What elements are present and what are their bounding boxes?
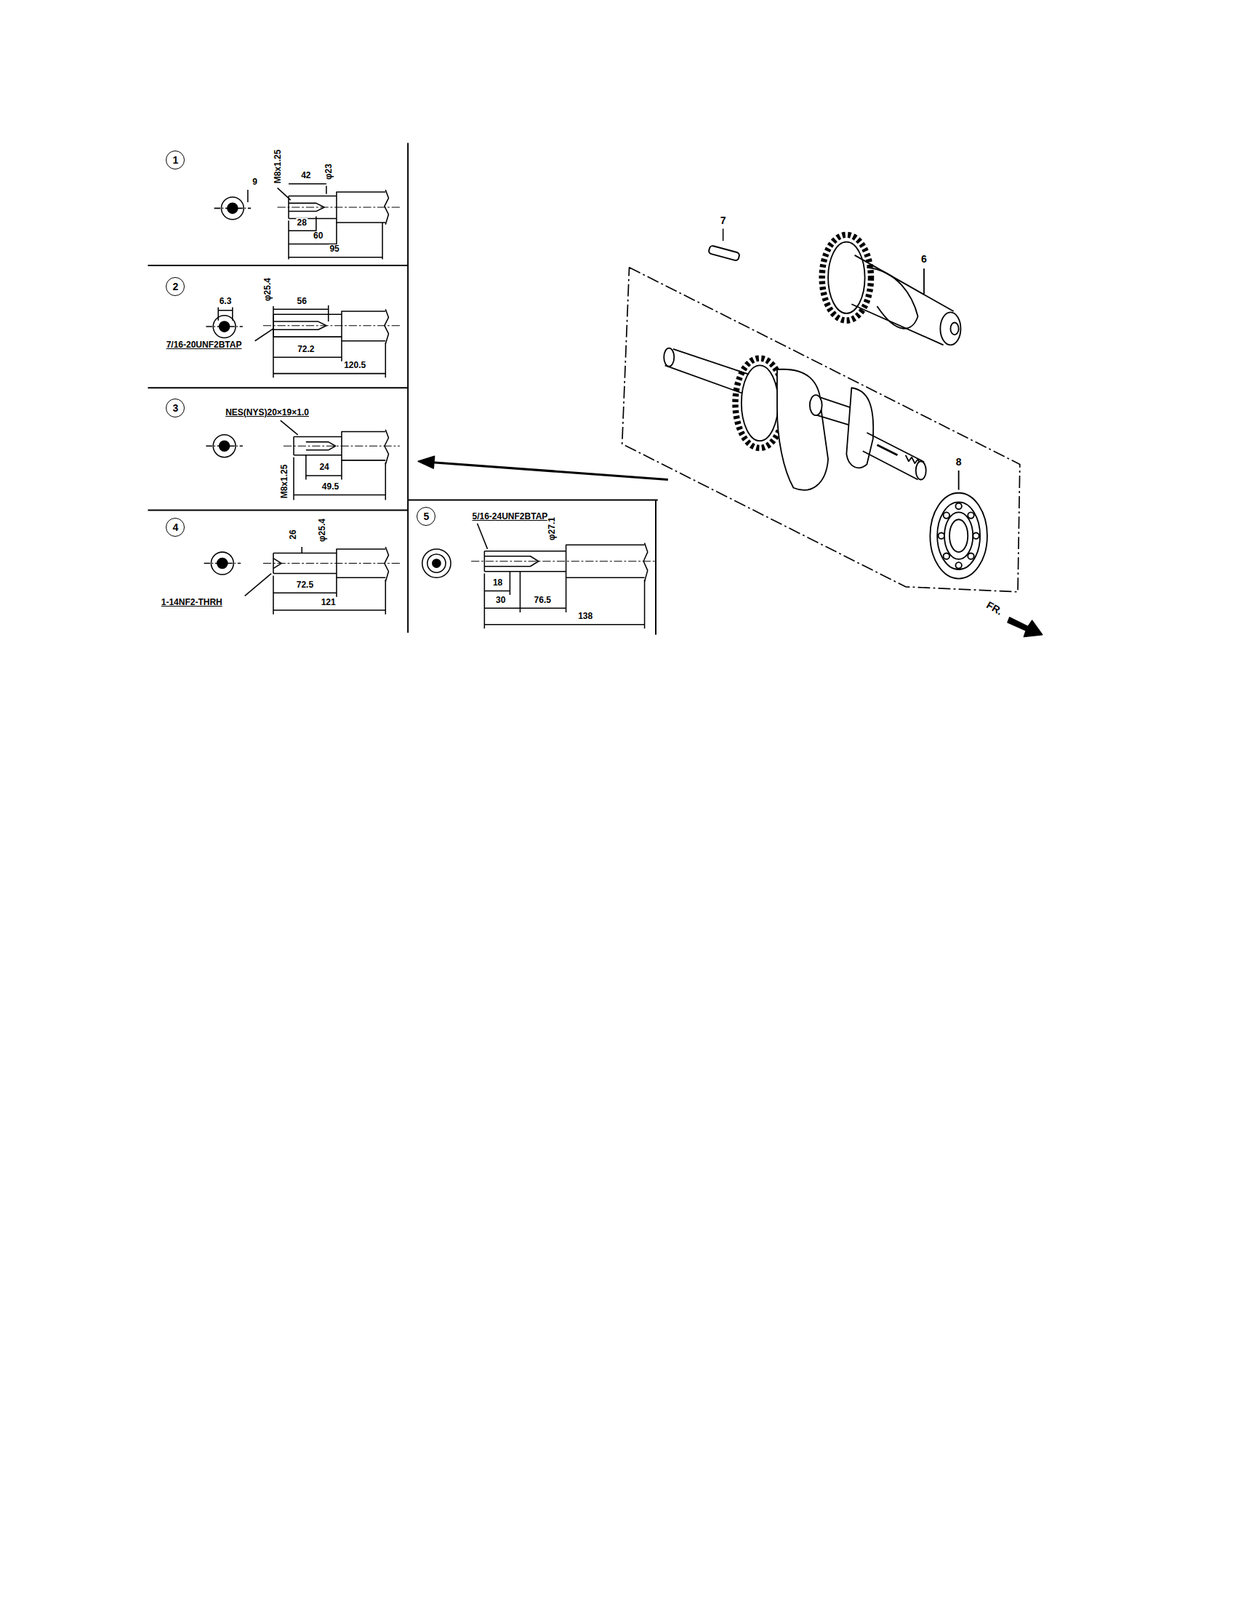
dimension-label: 28 <box>296 218 308 227</box>
dimension-label: 138 <box>577 611 594 621</box>
shaft-end-detail <box>205 420 400 500</box>
detail-number-circle: 5 <box>416 506 436 526</box>
dimension-label: 49.5 <box>321 482 340 491</box>
dimension-label: 42 <box>300 170 312 180</box>
camshaft <box>822 234 962 346</box>
detail-number-circle: 4 <box>165 517 185 537</box>
detail-number: 3 <box>172 402 179 413</box>
detail-number-circle: 2 <box>165 276 185 296</box>
shaft-end-detail <box>204 546 400 615</box>
pointer-arrow <box>418 455 669 480</box>
detail-number-circle: 1 <box>165 150 185 170</box>
dimension-label: 72.2 <box>296 344 315 354</box>
dimension-label: 7/16-20UNF2BTAP <box>165 340 243 349</box>
detail-number: 5 <box>423 511 429 522</box>
ball-bearing <box>929 470 988 579</box>
detail-number: 4 <box>172 521 179 533</box>
dimension-label: M8x1.25 <box>273 148 283 184</box>
dimension-label: φ25.4 <box>263 276 272 302</box>
detail-number-circle: 3 <box>165 398 185 418</box>
dimension-label: 120.5 <box>343 360 367 370</box>
dimension-label: NES(NYS)20×19×1.0 <box>224 407 310 417</box>
dimension-label: 121 <box>320 597 337 607</box>
shaft-end-detail <box>214 183 400 260</box>
detail-number: 1 <box>172 154 179 166</box>
dimension-label: 95 <box>328 244 340 253</box>
dimension-label: 5/16-24UNF2BTAP <box>471 511 549 521</box>
dimension-label: 9 <box>251 177 259 187</box>
dimension-label: 30 <box>495 595 506 605</box>
dimension-label: M8x1.25 <box>279 463 289 500</box>
dimension-label: 72.5 <box>295 580 315 589</box>
group-outline <box>622 267 1020 592</box>
callout-number: 6 <box>920 253 928 264</box>
dimension-label: 24 <box>318 462 330 472</box>
dimension-label: φ23 <box>324 162 333 181</box>
dimension-label: 6.3 <box>218 296 233 306</box>
dimension-label: 26 <box>288 528 298 540</box>
front-arrow <box>1007 617 1043 637</box>
crankshaft <box>663 348 927 491</box>
woodruff-key <box>708 228 741 261</box>
dimension-label: 18 <box>492 577 504 587</box>
detail-number: 2 <box>172 281 179 292</box>
dimension-label: 56 <box>296 296 308 306</box>
dimension-label: 1-14NF2-THRH <box>160 597 224 607</box>
callout-number: 8 <box>955 456 963 467</box>
callout-number: 7 <box>719 215 728 226</box>
panel-frame <box>147 143 658 635</box>
dimension-label: 60 <box>312 231 324 240</box>
dimension-label: 76.5 <box>533 595 552 605</box>
shaft-end-detail <box>422 523 656 629</box>
dimension-label: φ27.1 <box>547 516 557 541</box>
dimension-label: φ25.4 <box>317 517 327 543</box>
direction-mark: FR. <box>984 599 1005 617</box>
